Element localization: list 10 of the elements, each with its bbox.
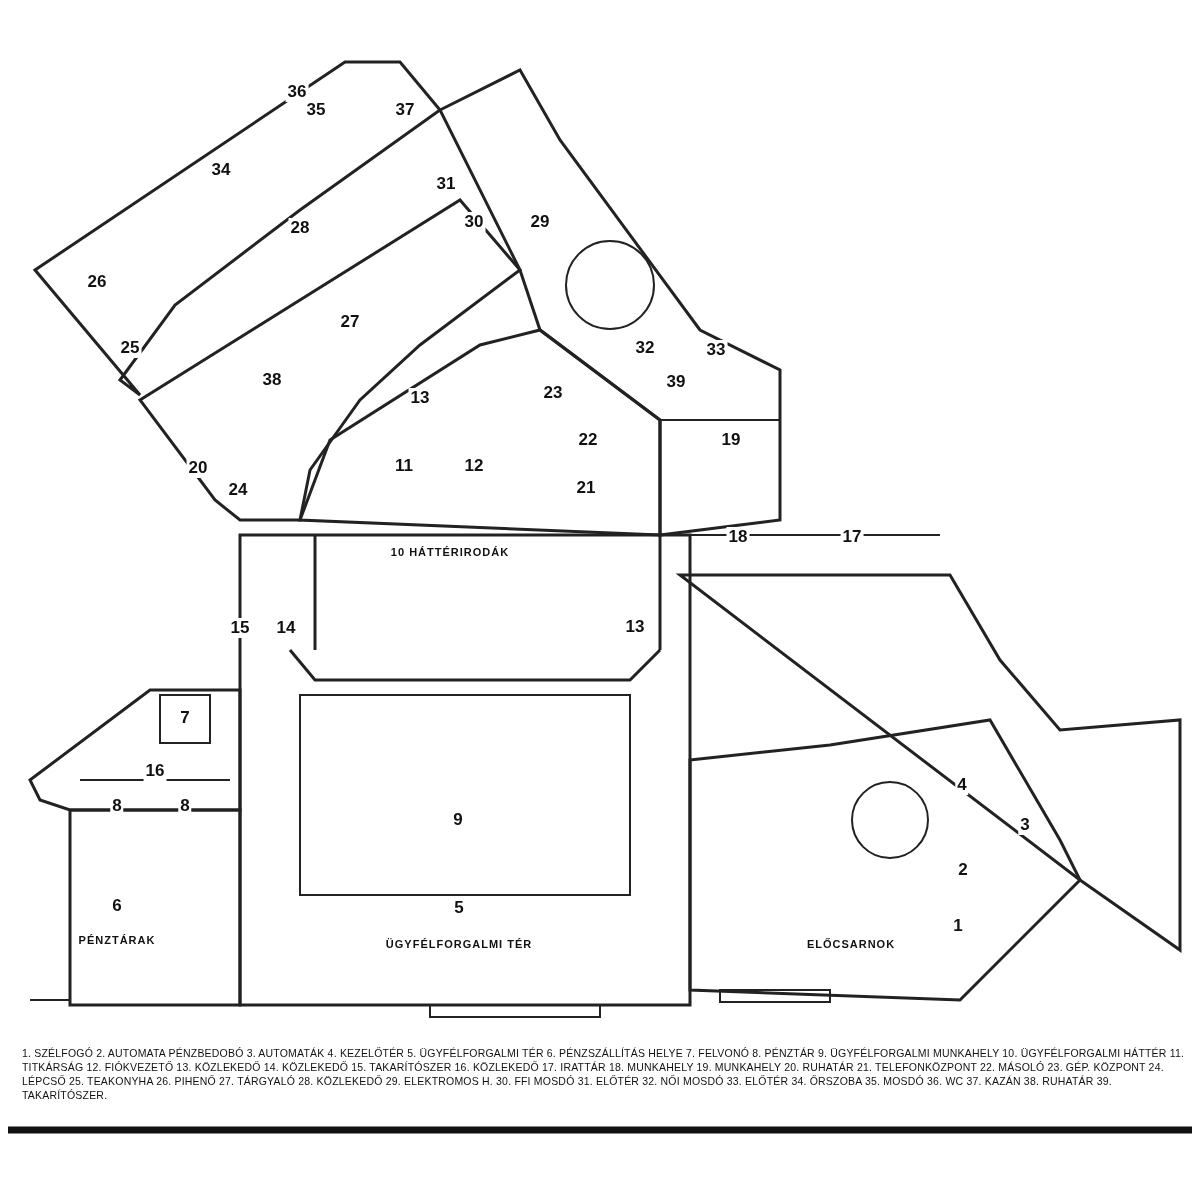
room-number: 30 — [462, 212, 486, 232]
room-number: 15 — [228, 618, 252, 638]
room-number: 25 — [118, 338, 142, 358]
room-number: 3 — [1018, 815, 1032, 835]
room-number: 4 — [955, 775, 969, 795]
room-number: 20 — [186, 458, 210, 478]
room-number: 16 — [143, 761, 167, 781]
room-key-text: 1. SZÉLFOGÓ 2. AUTOMATA PÉNZBEDOBÓ 3. AUTOMATÁK 4. KEZELŐTÉR 5. ÜGYFÉLFORGALMI TÉR 6. PÉNZSZÁLLÍTÁS HELYE 7. FELVONÓ 8. PÉNZTÁR 9. ÜGYFÉLFORGALMI MUNKAHELY 10. ÜGYFÉLFORGALMI HÁTTÉR 11. TITKÁRSÁG 12. FIÓKVEZETŐ 13. KÖZLEKEDŐ 14. KÖZLEKEDŐ 15. TAKARÍTÓSZER 16. KÖZLEKEDŐ 17. IRATTÁR 18. MUNKAHELY 19. MUNKAHELY 20. RUHATÁR 21. TELEFONKÖZPONT 22. MÁSOLÓ 23. GÉP. KÖZPONT 24. LÉPCSŐ 25. TEAKONYHA 26. PIHENŐ 27. TÁRGYALÓ 28. KÖZLEKEDŐ 29. ELEKTROMOS H. 30. FFI MOSDÓ 31. ELŐTÉR 32. NŐI MOSDÓ 33. ELŐTÉR 34. ŐRSZOBA 35. MOSDÓ 36. WC 37. KAZÁN 38. RUHATÁR 39. TAKARÍTÓSZER. — [22, 1046, 1186, 1102]
room-name: PÉNZTÁRAK — [76, 934, 158, 946]
room-number: 36 — [285, 82, 309, 102]
